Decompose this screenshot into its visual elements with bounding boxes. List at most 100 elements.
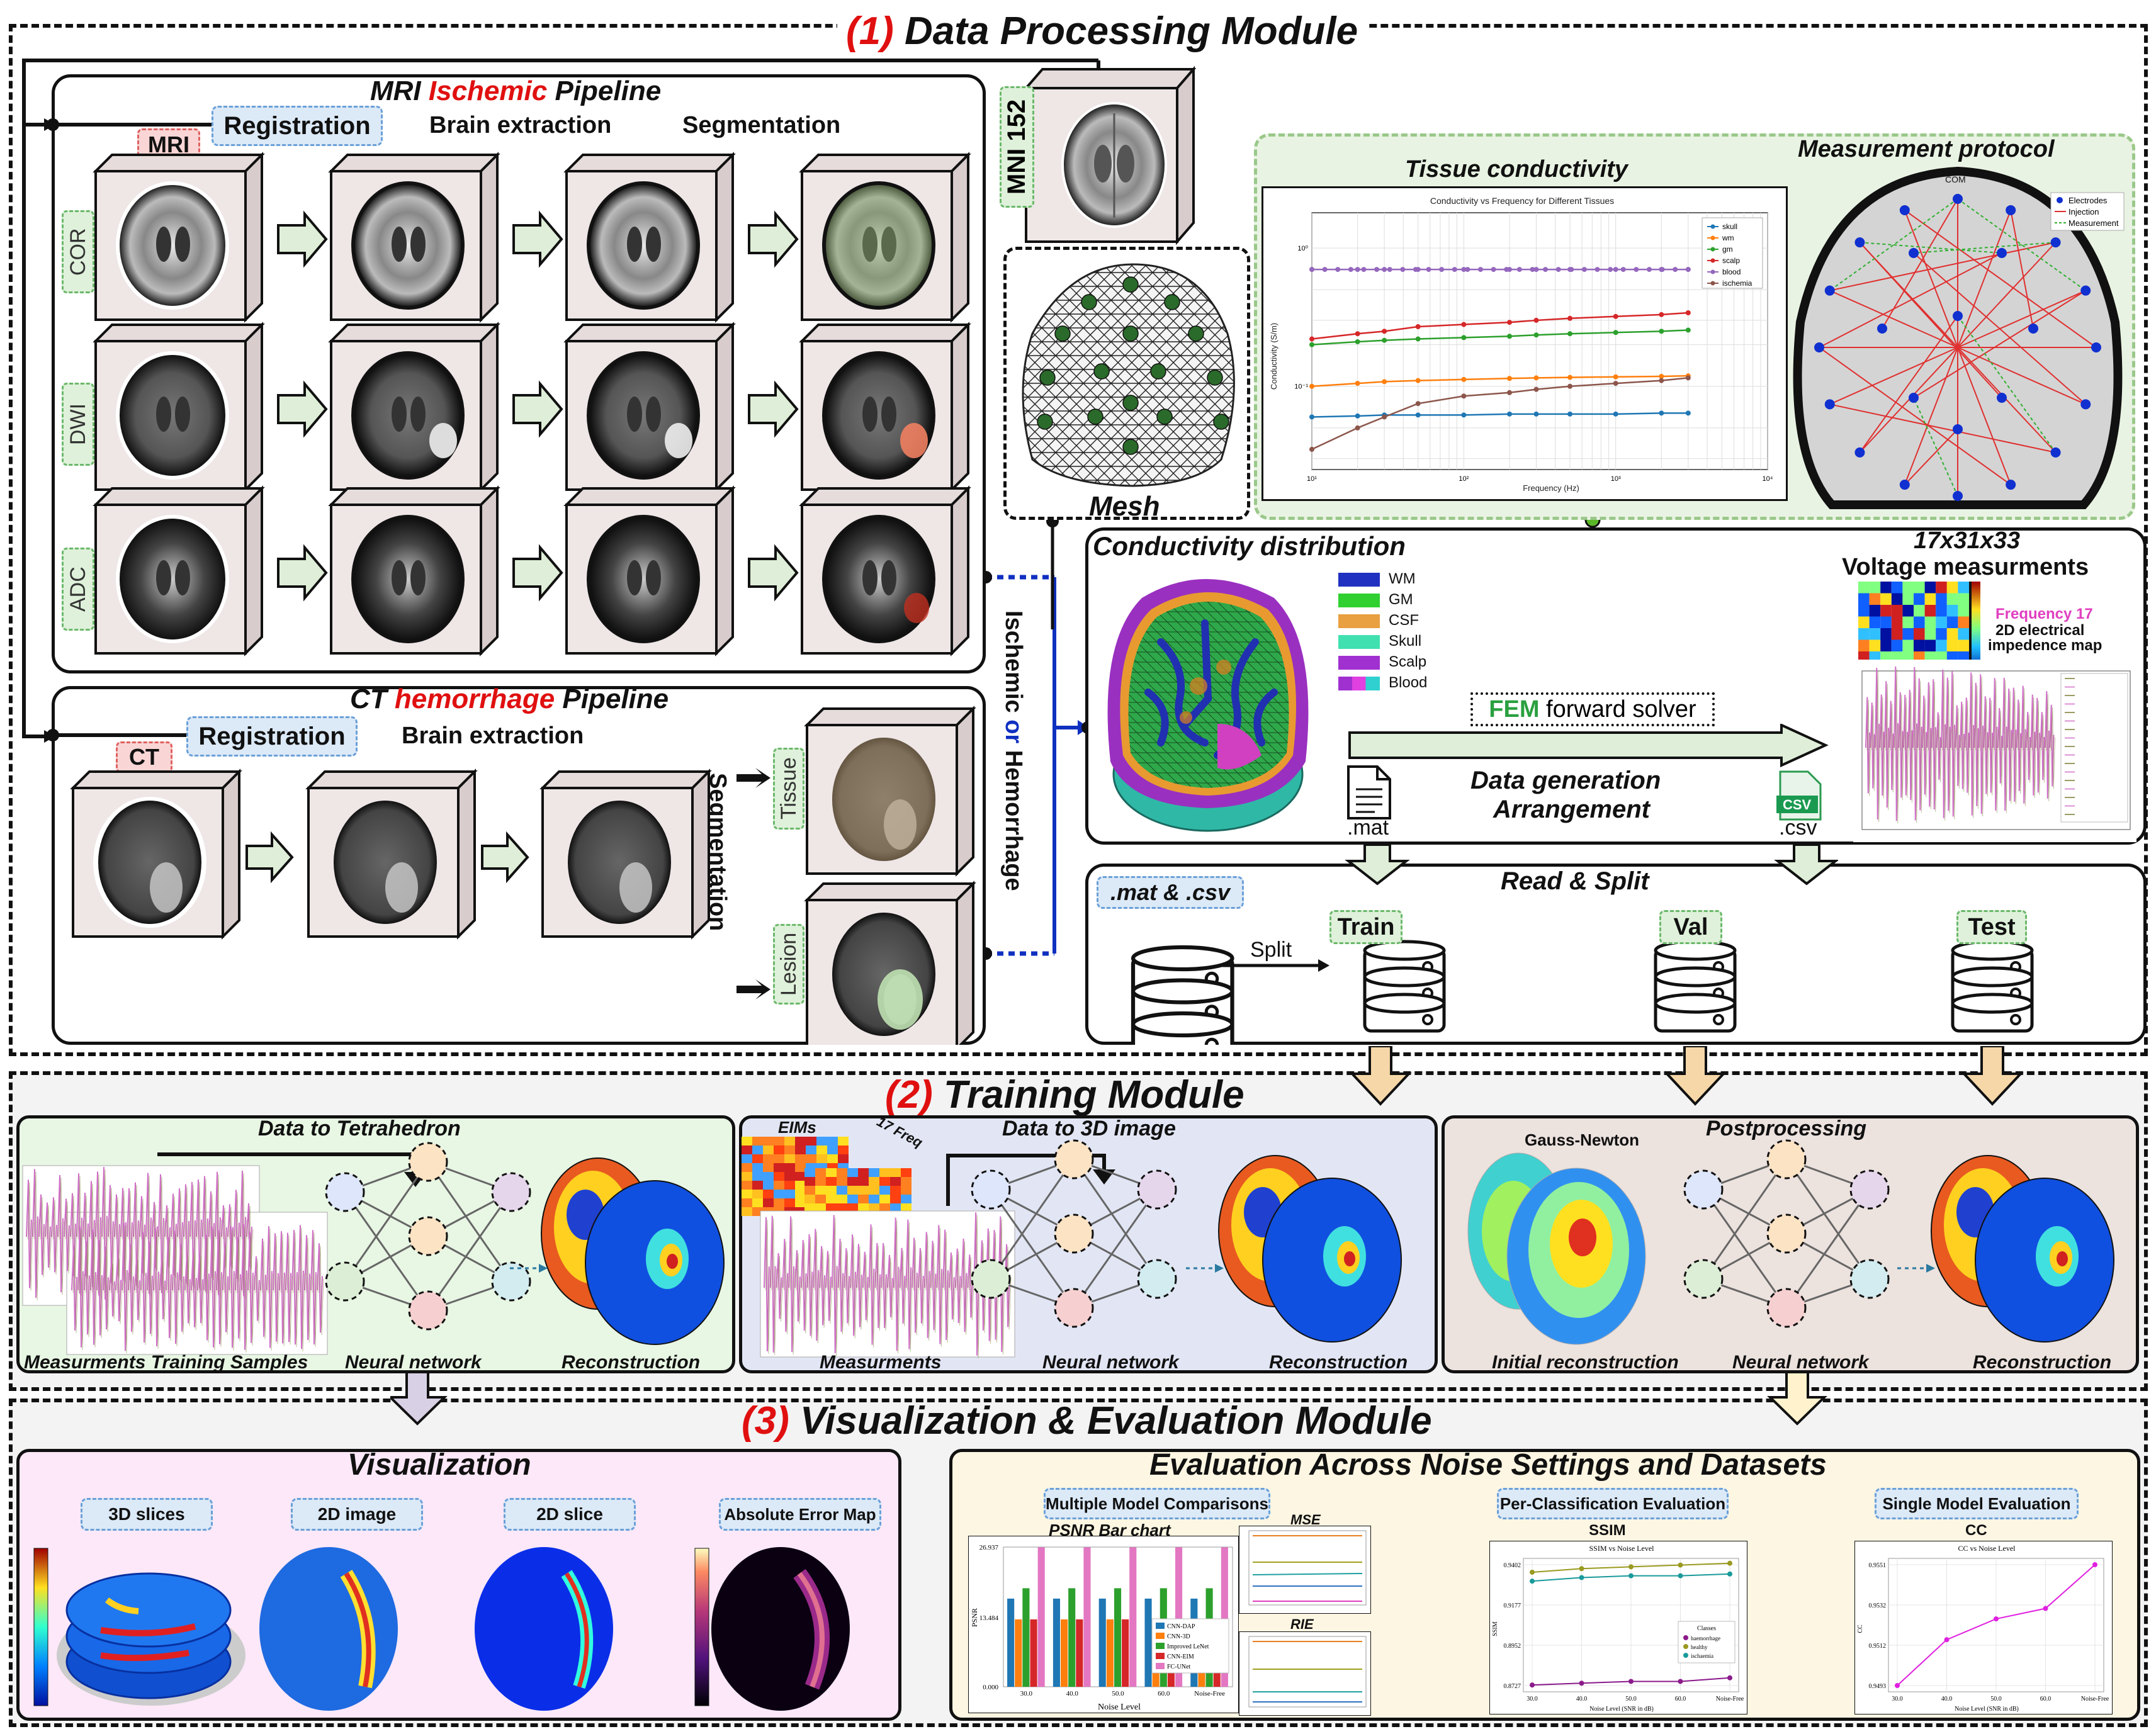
protocol-electrode	[1824, 285, 1835, 296]
conductivity-point	[1382, 337, 1387, 343]
voltage-measurements-label: Voltage measurments	[1842, 554, 2089, 580]
psnr-tick-mid: 13.484	[979, 1614, 999, 1622]
fem-forward-solver-box: FEM forward solver	[1470, 692, 1715, 726]
conductivity-point	[1506, 390, 1512, 395]
mri-brain-cube	[563, 322, 799, 493]
y-tick: 0.9551	[1869, 1562, 1887, 1569]
conductivity-point	[1415, 378, 1421, 383]
conductivity-point	[1309, 414, 1314, 420]
series-point	[1530, 1569, 1535, 1575]
ssim-legend-item: ischaemia	[1691, 1653, 1713, 1659]
mri-pipeline-title: MRI Ischemic Pipeline	[370, 76, 662, 106]
x-tick: 50.0	[1625, 1696, 1637, 1703]
x-tick: 40.0	[1576, 1696, 1588, 1703]
legend-skull: Skull	[1389, 633, 1422, 650]
mri-brain-cube	[93, 152, 328, 323]
nn-node	[325, 1172, 365, 1212]
eim-map-label-2: impedence map	[1988, 637, 2102, 654]
gauss-newton-label: Gauss-Newton	[1525, 1130, 1640, 1149]
cc-line-chart: CC vs Noise Level 0.95510.95320.95120.94…	[1854, 1541, 2113, 1714]
conductivity-point	[1613, 381, 1618, 386]
psnr-x-tick: 40.0	[1066, 1690, 1079, 1697]
nn-node	[491, 1172, 531, 1212]
series-point	[1678, 1562, 1683, 1568]
x-tick: Noise-Free	[2081, 1696, 2109, 1703]
psnr-bar	[1068, 1588, 1076, 1687]
tissue-color-legend: WM GM CSF Skull Scalp Blood	[1338, 570, 1464, 696]
tetra-caption-samples: Measurments Training Samples	[24, 1352, 308, 1373]
tissue-conductivity-title: Tissue conductivity	[1405, 156, 1628, 183]
conductivity-point	[1685, 327, 1691, 333]
cc-chart-inner-title: CC vs Noise Level	[1958, 1544, 2016, 1553]
conductivity-legend-gm: gm	[1722, 245, 1733, 254]
conductivity-point	[1309, 446, 1314, 452]
conductivity-point	[1461, 393, 1467, 399]
nn-node	[325, 1261, 365, 1302]
protocol-electrode	[1953, 491, 1963, 501]
x-tick: 60.0	[1675, 1696, 1686, 1703]
ct-brain-extraction-label: Brain extraction	[402, 723, 584, 749]
eims-label: EIMs	[778, 1118, 816, 1137]
psnr-bar	[1022, 1588, 1030, 1687]
conductivity-point	[1533, 267, 1539, 273]
protocol-legend-electrodes: Electrodes	[2069, 196, 2108, 205]
read-split-title: Read & Split	[1501, 867, 1649, 895]
series-point	[1628, 1564, 1634, 1570]
pipeline-arrow	[748, 380, 799, 438]
x-tick: 40.0	[1941, 1696, 1953, 1703]
conductivity-point	[1355, 331, 1360, 337]
mri-brain-cube	[799, 322, 971, 493]
series-point	[1727, 1675, 1732, 1681]
nn-node	[408, 1142, 448, 1182]
database-icons	[1131, 940, 2034, 1045]
psnr-bar	[1061, 1619, 1068, 1687]
conductivity-point	[1415, 336, 1421, 342]
pipeline-arrow	[277, 380, 328, 438]
psnr-bar	[1053, 1598, 1060, 1687]
eim-map-label-1: 2D electrical	[1995, 622, 2085, 639]
module-transition-arrows-2	[390, 1372, 1827, 1426]
protocol-electrode	[2080, 399, 2091, 410]
ischemic-or-hemorrhage-label: Ischemic or Hemorrhage	[1000, 611, 1027, 891]
conductivity-point	[1659, 329, 1664, 334]
conductivity-point	[1415, 324, 1421, 329]
psnr-tick-bottom: 0.000	[983, 1684, 998, 1691]
mri-brain-cube	[799, 485, 971, 656]
mri-brain-cube	[328, 322, 563, 493]
cc-xlabel: Noise Level (SNR in dB)	[1955, 1706, 2019, 1713]
mri-brain-extraction-label: Brain extraction	[429, 112, 612, 138]
signal-trace	[71, 1223, 323, 1351]
conductivity-point	[1461, 376, 1467, 382]
ct-brain-cube	[804, 706, 976, 877]
x-tick: 60.0	[2040, 1696, 2052, 1703]
psnr-bar	[1144, 1598, 1152, 1687]
conductivity-point	[1355, 381, 1360, 386]
eim-frequency-label: Frequency 17	[1995, 605, 2093, 622]
conductivity-point	[1567, 315, 1573, 321]
x-tick: 50.0	[1990, 1696, 2002, 1703]
conductivity-x-tick: 10⁴	[1763, 475, 1773, 483]
protocol-electrode	[1953, 424, 1963, 434]
series-point	[1727, 1560, 1732, 1566]
psnr-bar	[1175, 1547, 1183, 1687]
signal-trace	[1865, 666, 2055, 821]
conductivity-point	[1382, 414, 1387, 420]
ssim-line-chart: SSIM vs Noise Level 0.94020.91770.89520.…	[1489, 1541, 1747, 1714]
series-point	[1727, 1571, 1732, 1577]
series-point	[1530, 1579, 1535, 1584]
module-transition-arrows-1	[1349, 1046, 2024, 1106]
psnr-x-tick: Noise-Free	[1194, 1690, 1225, 1697]
nn-node	[971, 1169, 1011, 1210]
conductivity-legend	[1702, 217, 1763, 289]
protocol-electrode	[2050, 237, 2061, 248]
y-tick: 0.9532	[1869, 1602, 1887, 1609]
mri-registration-tag: Registration	[212, 106, 383, 146]
module2-title: (2) Training Module	[885, 1073, 1244, 1117]
rie-chart-title: RIE	[1290, 1616, 1314, 1632]
nn-node	[971, 1259, 1011, 1299]
series-point	[1579, 1681, 1584, 1686]
csv-icon-label: CSV	[1783, 797, 1812, 813]
protocol-electrode	[1814, 342, 1824, 352]
nn-node	[1054, 1213, 1094, 1254]
